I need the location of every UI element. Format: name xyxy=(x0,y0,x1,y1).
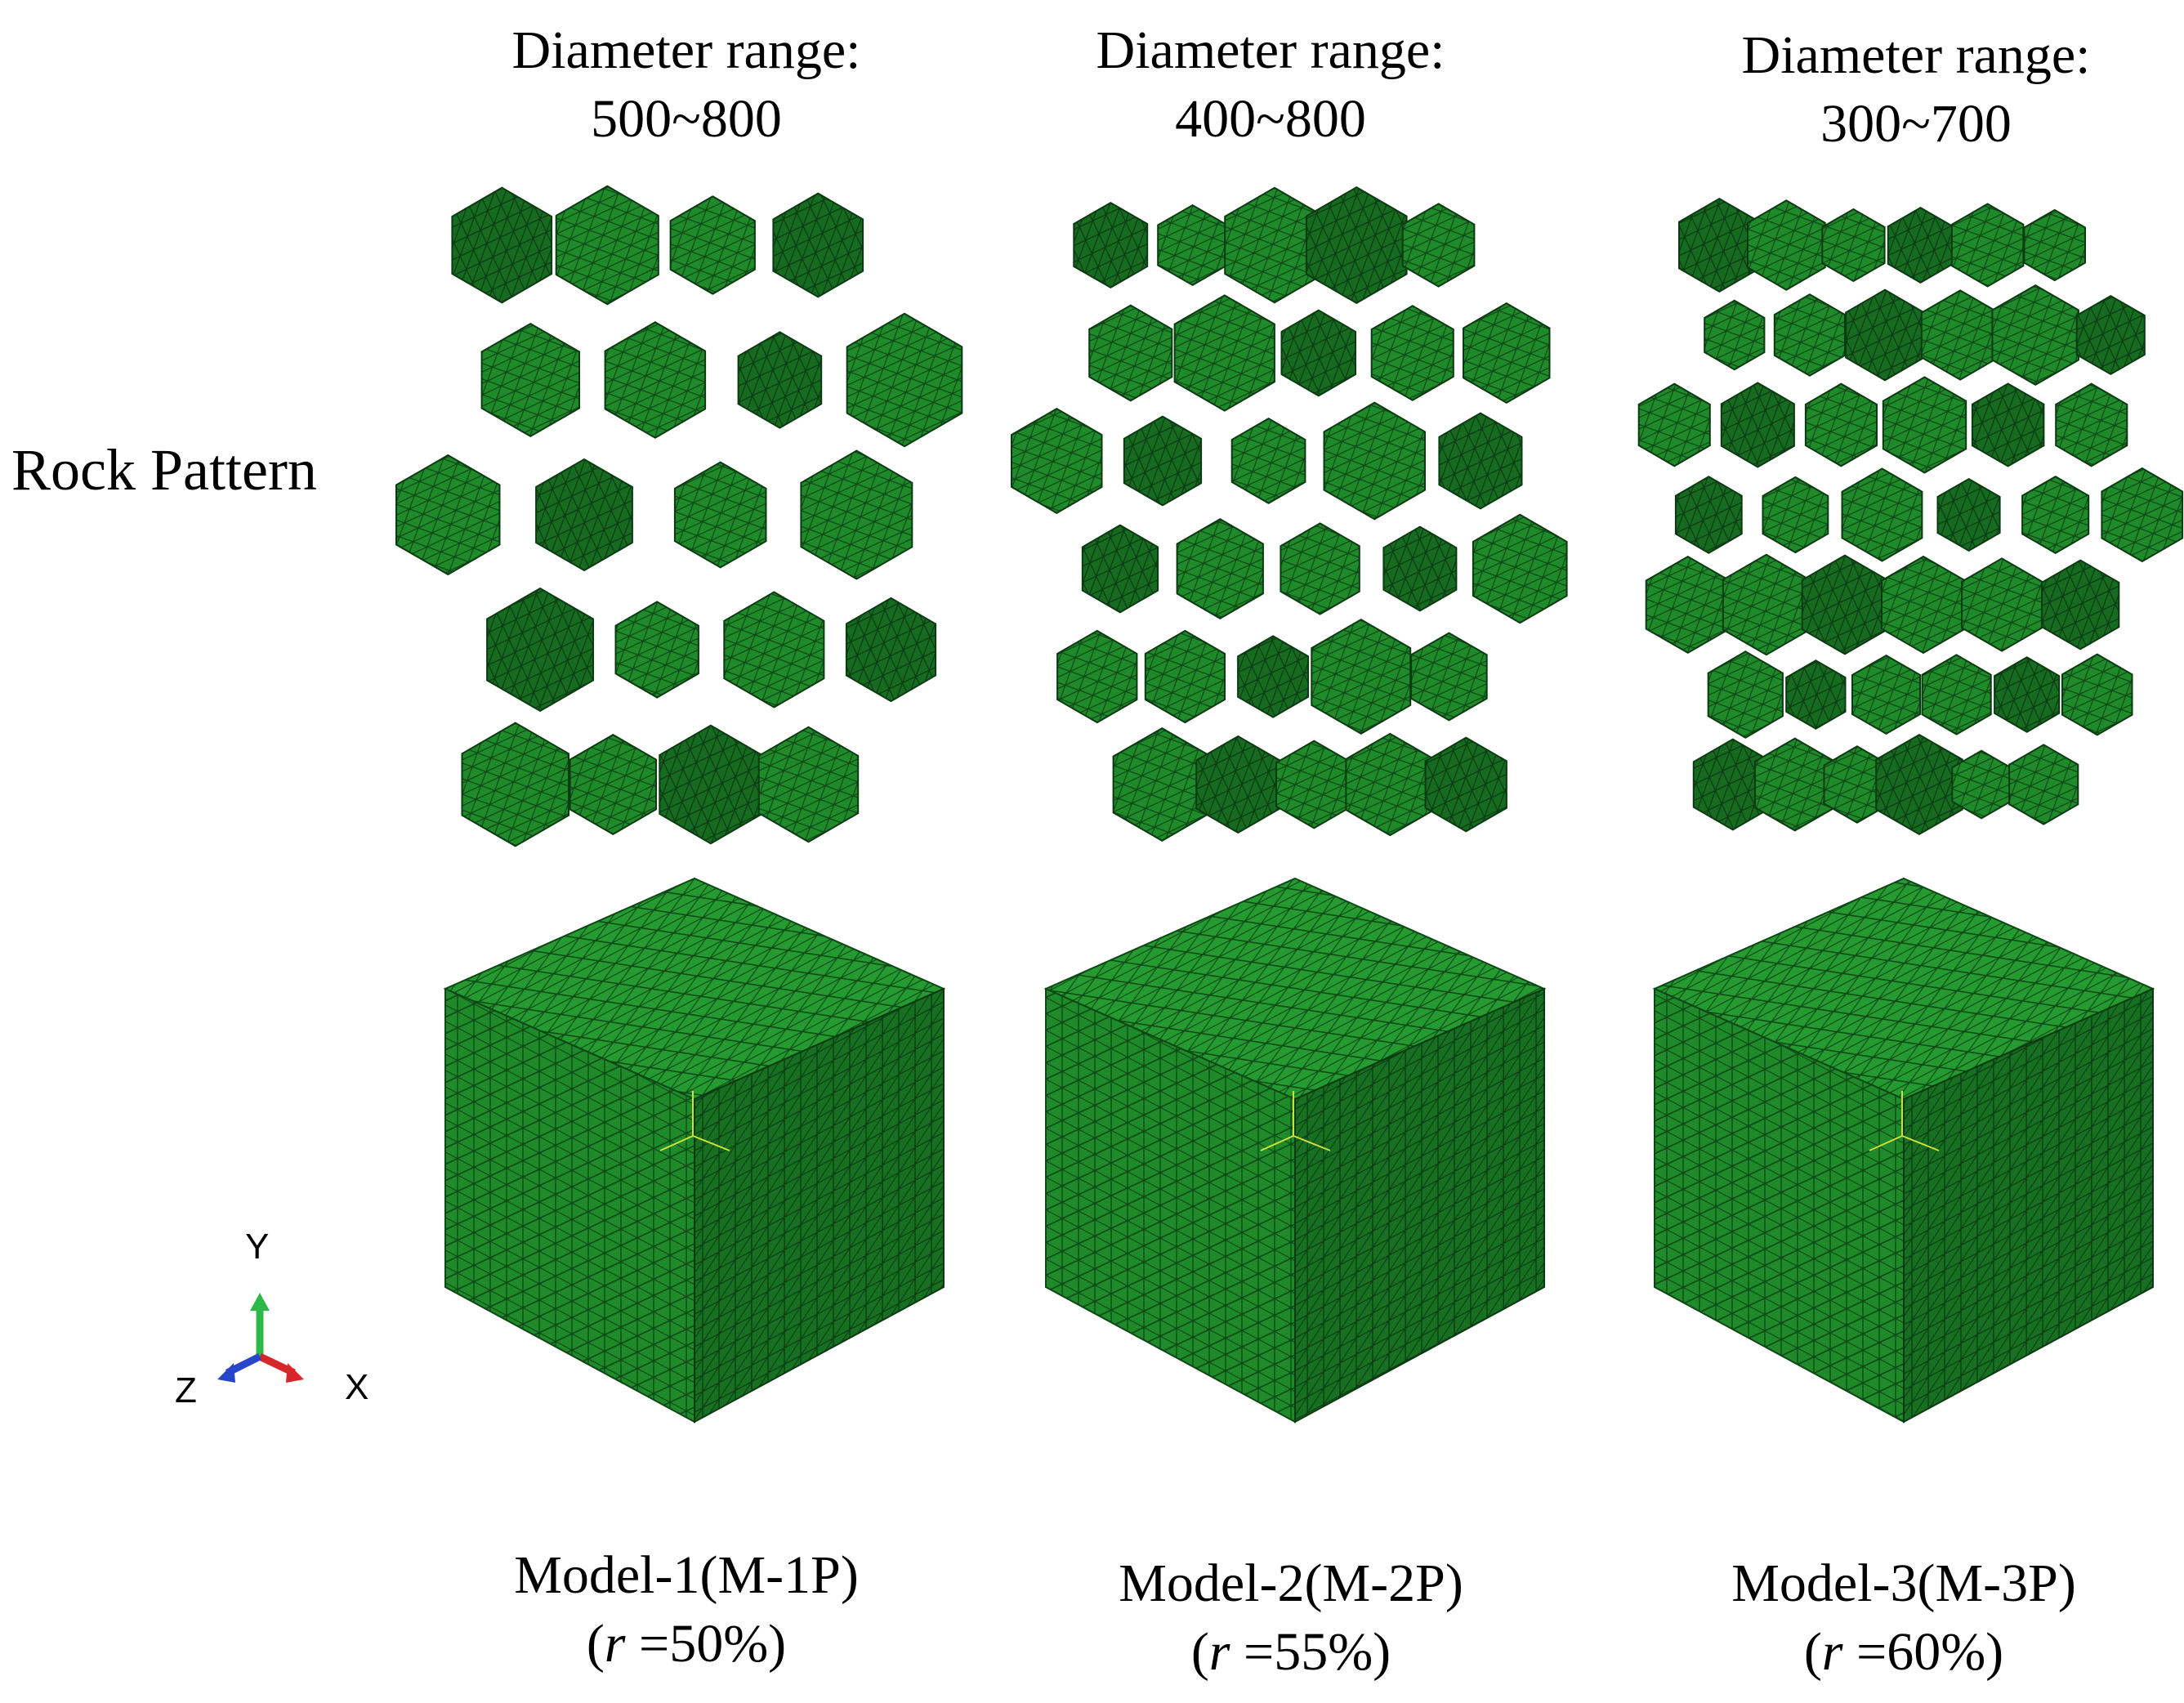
triad-y-label: Y xyxy=(245,1227,269,1267)
mesh-cube-1 xyxy=(443,877,946,1424)
col1-ratio-value: =50%) xyxy=(625,1614,787,1674)
mesh-cube-2 xyxy=(1043,877,1547,1424)
triad-z-label: Z xyxy=(175,1370,197,1410)
col3-ratio-open: ( xyxy=(1803,1622,1822,1682)
col3-ratio-var: r xyxy=(1821,1622,1843,1682)
col1-range-value: 500~800 xyxy=(591,89,782,149)
col3-ratio: (r =60%) xyxy=(1569,1618,2184,1687)
col3-range-value: 300~700 xyxy=(1820,94,2012,154)
triad-x-label: X xyxy=(345,1367,368,1407)
col2-ratio-var: r xyxy=(1208,1622,1230,1682)
col1-ratio-open: ( xyxy=(586,1614,605,1674)
col1-range-title: Diameter range: xyxy=(511,20,861,80)
col2-range-title: Diameter range: xyxy=(1096,20,1445,80)
col3-range-title: Diameter range: xyxy=(1741,25,2091,85)
col2-range-value: 400~800 xyxy=(1175,89,1366,149)
col1-ratio-var: r xyxy=(604,1614,626,1674)
rock-pattern-2 xyxy=(1011,185,1568,842)
col1-ratio: (r =50%) xyxy=(351,1610,1021,1678)
col1-model-name: Model-1(M-1P) xyxy=(514,1545,859,1605)
mesh-cube-3 xyxy=(1652,877,2155,1424)
rock-pattern-3 xyxy=(1637,197,2184,836)
coordinate-triad-icon: Y X Z xyxy=(175,1227,368,1410)
col2-ratio: (r =55%) xyxy=(956,1618,1626,1687)
col2-ratio-value: =55%) xyxy=(1230,1622,1391,1682)
col2-ratio-open: ( xyxy=(1190,1622,1209,1682)
col2-model-name: Model-2(M-2P) xyxy=(1119,1553,1463,1613)
col3-model-name: Model-3(M-3P) xyxy=(1731,1553,2076,1613)
col3-ratio-value: =60%) xyxy=(1842,1622,2004,1682)
row-label-rock-pattern: Rock Pattern xyxy=(11,437,317,503)
rock-pattern-1 xyxy=(395,185,963,847)
